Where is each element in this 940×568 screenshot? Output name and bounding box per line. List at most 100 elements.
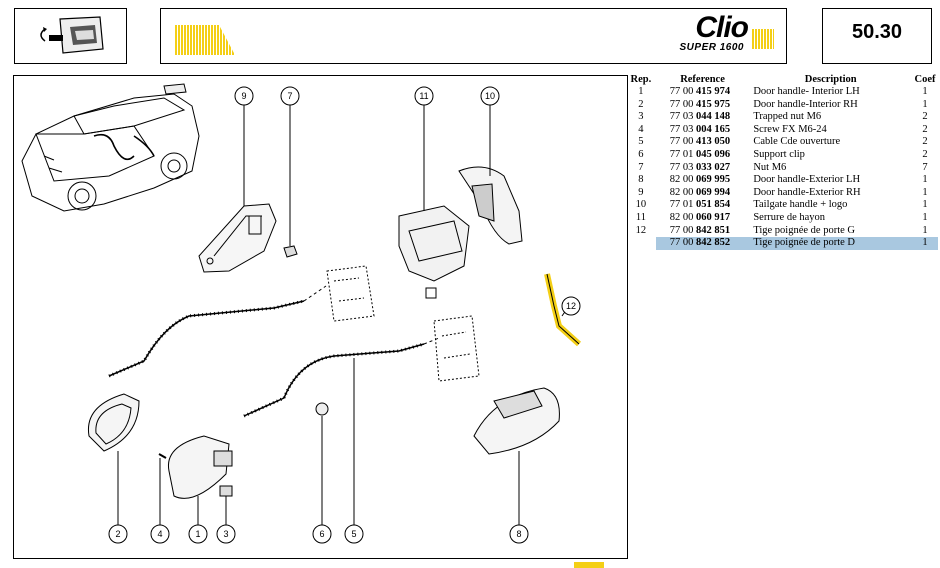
row-coef: 2 [922,148,928,160]
reference-number: 004 165 [696,123,731,135]
reference-number: 033 027 [696,161,731,173]
part-9-drawing [198,203,277,273]
parts-table-header: Rep. Reference Description Coef [626,73,938,86]
cable-right [243,337,440,418]
row-coef: 1 [922,186,928,198]
row-description: Door handle- Interior LH [753,86,860,97]
callout-9-label: 9 [241,91,246,101]
part-10-drawing [458,166,523,245]
row-coef: 7 [922,161,928,173]
row-reference: 77 00 415 974 [656,86,750,99]
row-rep: 6 [638,148,644,160]
callout-2 [108,524,128,544]
diagram-drawing: 9 7 11 10 12 2 4 1 3 6 5 8 [21,83,582,544]
reference-prefix: 77 00 [669,136,694,148]
row-reference: 77 03 004 165 [656,124,750,137]
row-description: Support clip [753,148,805,160]
callout-12-label: 12 [566,301,576,311]
row-description: Cable Cde ouverture [753,136,841,148]
row-coef: 1 [922,98,928,110]
reference-prefix: 82 00 [669,211,694,223]
callout-9 [234,86,254,106]
row-rep: 5 [638,136,644,148]
footer-accent [574,562,604,568]
row-rep: 10 [635,199,647,211]
callout-3 [216,524,236,544]
row-coef: 1 [922,199,928,211]
row-rep: 9 [638,186,644,198]
header-coef: Coef [914,74,936,85]
header-icon-box [14,8,127,64]
row-rep [626,237,656,250]
cable-left [108,285,327,378]
callout-10-label: 10 [485,91,495,101]
reference-number: 045 096 [696,148,731,160]
row-description: Door handle-Exterior RH [753,186,861,198]
row-rep: 1 [638,86,644,97]
reference-number: 069 994 [696,186,731,198]
row-reference: 77 03 044 148 [656,111,750,124]
part-2-drawing [87,393,140,452]
lock-silhouette-1 [326,265,375,322]
row-reference: 77 00 842 852 [655,237,750,250]
row-coef: 2 [922,136,928,148]
part-8-drawing [473,387,560,455]
row-coef: 1 [922,174,928,186]
row-coef: 1 [922,224,928,236]
part-3-drawing [219,485,233,497]
reference-number: 069 995 [696,174,731,186]
page-code: 50.30 [851,21,903,43]
callout-4-label: 4 [157,529,162,539]
reference-prefix: 77 03 [669,111,694,123]
part-6-drawing [315,402,329,416]
reference-prefix: 82 00 [669,186,694,198]
row-reference: 82 00 069 994 [656,187,750,200]
table-row[interactable]: 6 77 01 045 096 Support clip 2 [626,149,938,162]
callout-8-label: 8 [516,529,521,539]
reference-number: 413 050 [696,136,731,148]
callout-7 [280,86,300,106]
row-description: Serrure de hayon [753,211,826,223]
reference-prefix: 77 00 [669,86,694,97]
reference-prefix: 77 00 [669,237,694,249]
reference-prefix: 77 01 [669,148,694,160]
door-handle-icon [40,16,104,54]
reference-number: 415 975 [696,98,731,110]
row-coef: 1 [912,237,938,250]
header-description: Description [804,74,857,85]
row-reference: 77 03 033 027 [656,162,750,175]
car-illustration [21,83,200,212]
reference-prefix: 77 03 [669,161,694,173]
parts-table: Rep. Reference Description Coef 1 77 00 4… [626,73,938,250]
row-rep: 7 [638,161,644,173]
callout-8 [509,524,529,544]
callout-6-label: 6 [319,529,324,539]
row-description: Screw FX M6-24 [753,123,827,135]
row-rep: 2 [638,98,644,110]
header-reference: Reference [680,74,725,85]
row-reference: 82 00 069 995 [656,174,750,187]
row-rep: 3 [638,111,644,123]
page-code-box: 50.30 [822,8,932,64]
row-description: Trapped nut M6 [753,111,822,123]
reference-number: 060 917 [696,211,731,223]
brand-model: Clio [695,11,749,44]
callout-4 [150,524,170,544]
row-description: Tige poignée de porte G [753,224,855,236]
part-7-drawing [283,245,298,258]
reference-prefix: 77 00 [669,224,694,236]
row-reference: 77 00 413 050 [656,136,750,149]
row-description: Tige poignée de porte D [749,237,913,250]
